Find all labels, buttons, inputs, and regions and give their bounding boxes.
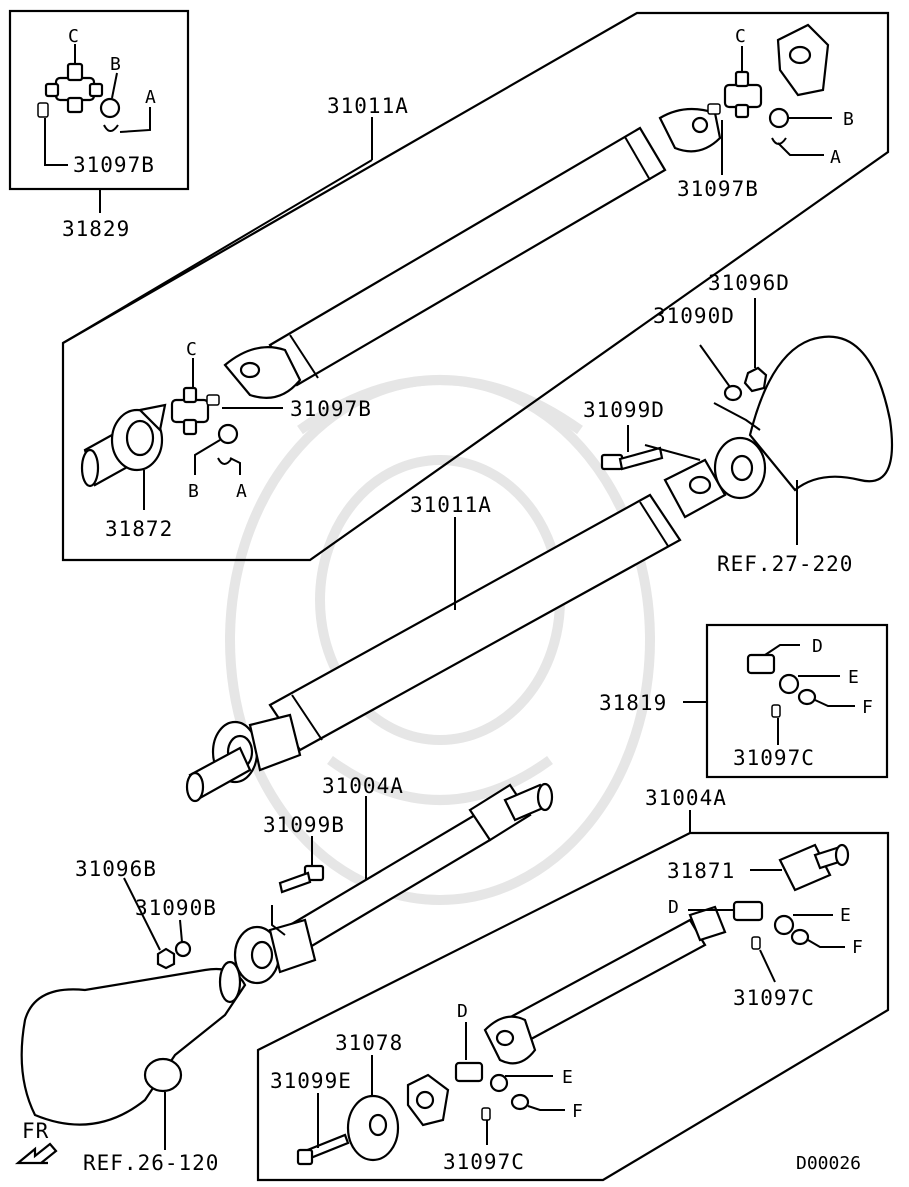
label-31872: 31872 [105,517,173,541]
label-31829: 31829 [62,217,130,241]
label-ref-27-220: REF.27-220 [717,552,853,576]
center-propeller-shaft [185,458,727,803]
label-31097c-lower-left: 31097C [443,1150,525,1174]
label-f-lower-left: F [572,1101,583,1122]
rear-u-joint-top [707,23,830,145]
label-f-lower-right: F [852,937,863,958]
rear-shaft-panel-frame [61,11,890,562]
label-31097c-lower-right: 31097C [733,986,815,1010]
label-31078: 31078 [335,1031,403,1055]
label-31096d: 31096D [708,271,790,295]
label-31099b: 31099B [263,813,345,837]
label-31004a-lower: 31004A [645,786,727,810]
label-e-lower-left: E [562,1067,573,1088]
label-31097c-kit: 31097C [733,746,815,770]
coupling-31078 [346,1073,450,1162]
label-f-kit: F [862,697,873,718]
label-b: B [110,54,121,75]
u-joint-lower-right [732,900,810,950]
label-31097b-top: 31097B [677,177,759,201]
label-ref-26-120: REF.26-120 [83,1151,219,1175]
label-a-top: A [830,147,841,168]
label-31097b-left: 31097B [290,397,372,421]
differential-housing [713,335,894,500]
label-c-top: C [735,26,746,47]
fasteners-d [600,366,768,471]
fasteners-b [156,864,325,970]
yoke-31871 [778,843,850,892]
flange-yoke-31872 [80,403,167,488]
label-d-kit: D [812,636,823,657]
bolt-31099e [296,1133,350,1166]
transmission-housing [20,960,247,1126]
label-b-top: B [843,109,854,130]
label-31090b: 31090B [135,896,217,920]
diagram-code: D00026 [796,1153,861,1174]
label-fr: FR [22,1119,49,1143]
front-propeller-shaft-lower [483,905,727,1065]
label-31011a-rear: 31011A [327,94,409,118]
label-31011a-center: 31011A [410,493,492,517]
label-e-lower-right: E [840,905,851,926]
kit-31819-parts [746,653,817,718]
rear-propeller-shaft [223,107,722,399]
label-c-left: C [186,339,197,360]
label-b-left: B [188,481,199,502]
label-d-lower-left: D [457,1001,468,1022]
label-31871: 31871 [667,859,735,883]
label-31097b-kit: 31097B [73,153,155,177]
label-e-kit: E [848,667,859,688]
u-joint-lower-left [454,1061,530,1121]
label-a: A [145,87,156,108]
label-31819: 31819 [599,691,667,715]
kit-31829-u-joint [37,62,121,132]
rear-u-joint-left [170,386,239,465]
label-31096b: 31096B [75,857,157,881]
label-a-left: A [236,481,247,502]
label-31099d: 31099D [583,398,665,422]
front-direction-arrow[interactable] [14,1142,58,1165]
label-31099e: 31099E [270,1069,352,1093]
label-31004a-upper: 31004A [322,774,404,798]
label-31090d: 31090D [653,304,735,328]
watermark [225,375,655,905]
label-c: C [68,26,79,47]
label-d-lower-right: D [668,897,679,918]
